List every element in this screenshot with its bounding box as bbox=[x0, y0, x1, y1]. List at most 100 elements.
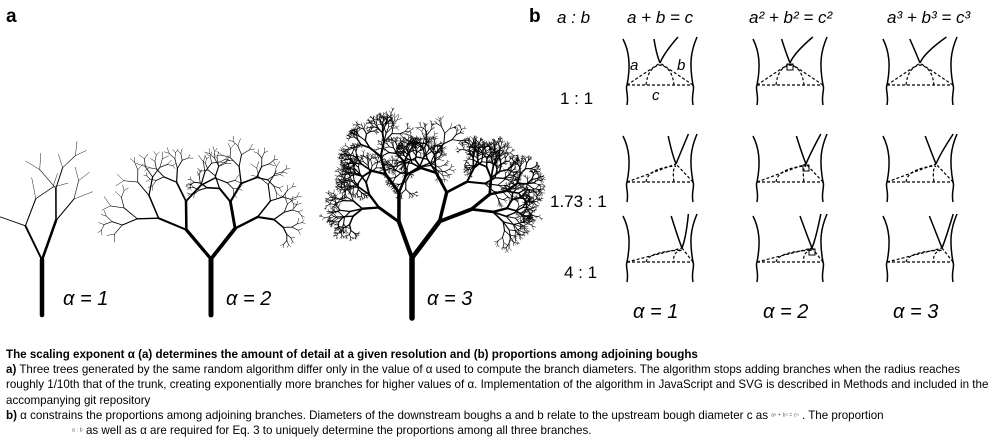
tree-branch bbox=[500, 159, 502, 165]
tree-branch bbox=[400, 150, 406, 153]
tree-branch bbox=[248, 143, 253, 151]
tree-branch bbox=[325, 191, 329, 194]
caption-paragraph-b-cont: a : b as well as α are required for Eq. … bbox=[6, 423, 994, 439]
tree-branch bbox=[514, 235, 518, 237]
tree-branch bbox=[436, 151, 442, 154]
tree-branch bbox=[427, 135, 430, 140]
tree-branch bbox=[542, 186, 545, 190]
tree-branch bbox=[507, 146, 513, 149]
tree-branch bbox=[394, 160, 399, 164]
tree-branch bbox=[233, 215, 259, 230]
tree-branch bbox=[340, 186, 347, 189]
tree-branch bbox=[200, 171, 206, 186]
tree-branch bbox=[346, 237, 348, 240]
tree-branch bbox=[137, 163, 144, 171]
tree-branch bbox=[513, 241, 518, 244]
tree-branch bbox=[398, 147, 400, 150]
tree-branch bbox=[508, 170, 510, 176]
tree-branch bbox=[481, 161, 491, 164]
tree-branch bbox=[527, 156, 529, 159]
tree-branch bbox=[248, 148, 255, 151]
tree-branch bbox=[440, 119, 442, 127]
tree-branch bbox=[512, 223, 516, 232]
junction-diagram bbox=[882, 213, 958, 283]
tree-branch bbox=[508, 197, 515, 199]
tree-branch bbox=[359, 156, 363, 159]
tree-branch bbox=[390, 188, 394, 190]
tree-branch bbox=[405, 146, 409, 154]
caption-title: The scaling exponent α (a) determines th… bbox=[6, 348, 698, 361]
tree-branch bbox=[513, 222, 523, 225]
tree-branch bbox=[390, 139, 394, 144]
tree-branch bbox=[496, 149, 499, 154]
tree-branch bbox=[539, 168, 542, 170]
tree-branch bbox=[334, 231, 337, 233]
caption-a-marker: a) bbox=[6, 363, 17, 377]
tree-branch bbox=[402, 145, 408, 149]
tree-branch bbox=[187, 193, 191, 196]
tree-branch bbox=[349, 132, 351, 134]
tree-branch bbox=[503, 153, 506, 156]
tree-branch bbox=[494, 140, 499, 144]
tree-branch bbox=[394, 168, 402, 174]
tree-2-alpha-label: α = 2 bbox=[226, 288, 271, 310]
tree-branch bbox=[521, 201, 525, 203]
tree-branch bbox=[487, 144, 489, 147]
tree-branch bbox=[376, 130, 378, 133]
tree-branch bbox=[535, 204, 539, 208]
tree-branch bbox=[425, 137, 428, 141]
tree-branch bbox=[350, 236, 353, 239]
tree-branch bbox=[363, 125, 366, 130]
tree-branch bbox=[338, 152, 342, 155]
tree-branch bbox=[495, 147, 498, 150]
tree-branch bbox=[503, 242, 508, 246]
tree-branch bbox=[342, 155, 347, 158]
tree-branch bbox=[515, 197, 518, 203]
tree-branch bbox=[490, 142, 492, 145]
tree-branch bbox=[336, 237, 338, 240]
tree-branch bbox=[532, 209, 536, 211]
tree-branch bbox=[371, 120, 373, 123]
tree-branch bbox=[371, 127, 374, 130]
tree-branch bbox=[530, 202, 534, 205]
tree-branch bbox=[345, 149, 348, 153]
tree-branch bbox=[402, 149, 405, 152]
tree-branch bbox=[430, 126, 435, 131]
tree-branch bbox=[498, 166, 502, 168]
tree-branch bbox=[463, 149, 470, 153]
tree-branch bbox=[424, 125, 426, 130]
tree-branch bbox=[350, 170, 354, 173]
tree-branch bbox=[390, 117, 394, 120]
tree-branch bbox=[417, 127, 423, 132]
tree-branch bbox=[212, 146, 215, 153]
tree-branch bbox=[341, 181, 348, 184]
tree-branch bbox=[332, 216, 337, 221]
tree-branch bbox=[420, 145, 422, 151]
tree-branch bbox=[372, 120, 377, 123]
tree-branch bbox=[521, 193, 523, 195]
tree-branch bbox=[396, 127, 400, 131]
tree-branch bbox=[494, 177, 506, 180]
tree-branch bbox=[437, 147, 441, 150]
tree-branch bbox=[329, 225, 332, 228]
tree-branch bbox=[385, 115, 388, 119]
tree-branch bbox=[402, 165, 405, 169]
tree-branch bbox=[383, 176, 387, 178]
tree-branch bbox=[498, 139, 501, 144]
tree-branch bbox=[469, 207, 495, 214]
tree-branch bbox=[386, 164, 390, 169]
tree-branch bbox=[301, 222, 306, 224]
tree-branch bbox=[129, 158, 135, 163]
tree-branch bbox=[287, 186, 293, 191]
tree-branch bbox=[469, 138, 471, 142]
tree-3-alpha-label: α = 3 bbox=[427, 288, 472, 310]
tree-branch bbox=[508, 229, 512, 238]
tree-branch bbox=[331, 223, 333, 227]
tree-branch bbox=[155, 176, 165, 181]
tree-branch bbox=[398, 137, 401, 140]
tree-branch bbox=[432, 144, 438, 146]
tree-branch bbox=[451, 139, 460, 142]
tree-branch bbox=[218, 187, 232, 203]
tree-branch bbox=[421, 145, 424, 147]
tree-branch bbox=[524, 220, 527, 223]
